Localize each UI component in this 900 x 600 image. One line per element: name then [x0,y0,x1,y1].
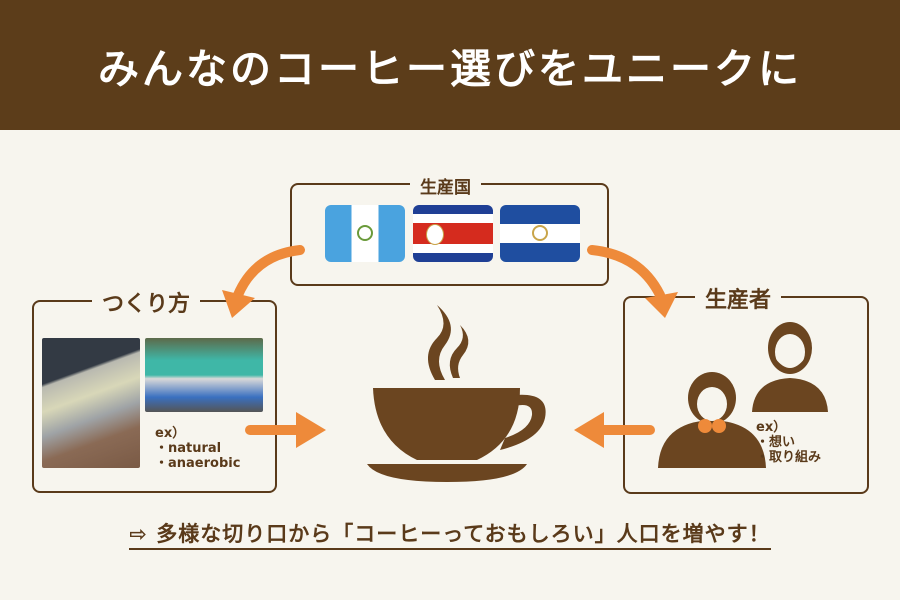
producer-country-label: 生産国 [410,173,481,198]
producer-item: ・想い [756,435,796,450]
method-item: ・natural [155,441,222,456]
arrow-countries-to-producers [587,245,665,300]
footer-message: ⇨ 多様な切り口から「コーヒーっておもしろい」人口を増やす！ [0,518,900,550]
method-ex-label: ex） [155,426,186,441]
method-examples: ex） ・natural ・anaerobic [155,426,240,471]
producers-label: 生産者 [695,282,782,314]
costa-rica-flag [413,205,493,262]
el-salvador-flag [500,205,580,262]
producer-ex-label: ex） [756,420,787,435]
producer-item: ・取り組み [756,450,822,465]
method-item: ・anaerobic [155,456,241,471]
header-banner: みんなのコーヒー選びをユニークに [0,0,900,130]
coffee-cup-icon [367,305,546,482]
arrow-countries-to-method [233,245,305,300]
footer-text: ⇨ 多様な切り口から「コーヒーっておもしろい」人口を増やす！ [129,522,771,550]
page-title: みんなのコーヒー選びをユニークに [98,45,802,93]
guatemala-flag [325,205,405,262]
method-box: つくり方 [32,286,277,493]
producers-box: 生産者 [623,282,869,494]
fermentation-tanks-photo [145,338,263,412]
producer-people-icon [658,322,828,468]
drying-beds-photo [42,338,140,468]
method-label: つくり方 [92,286,201,318]
producer-examples: ex） ・想い ・取り組み [756,420,821,465]
arrows [222,245,678,448]
producer-country-box: 生産国 [290,173,609,286]
